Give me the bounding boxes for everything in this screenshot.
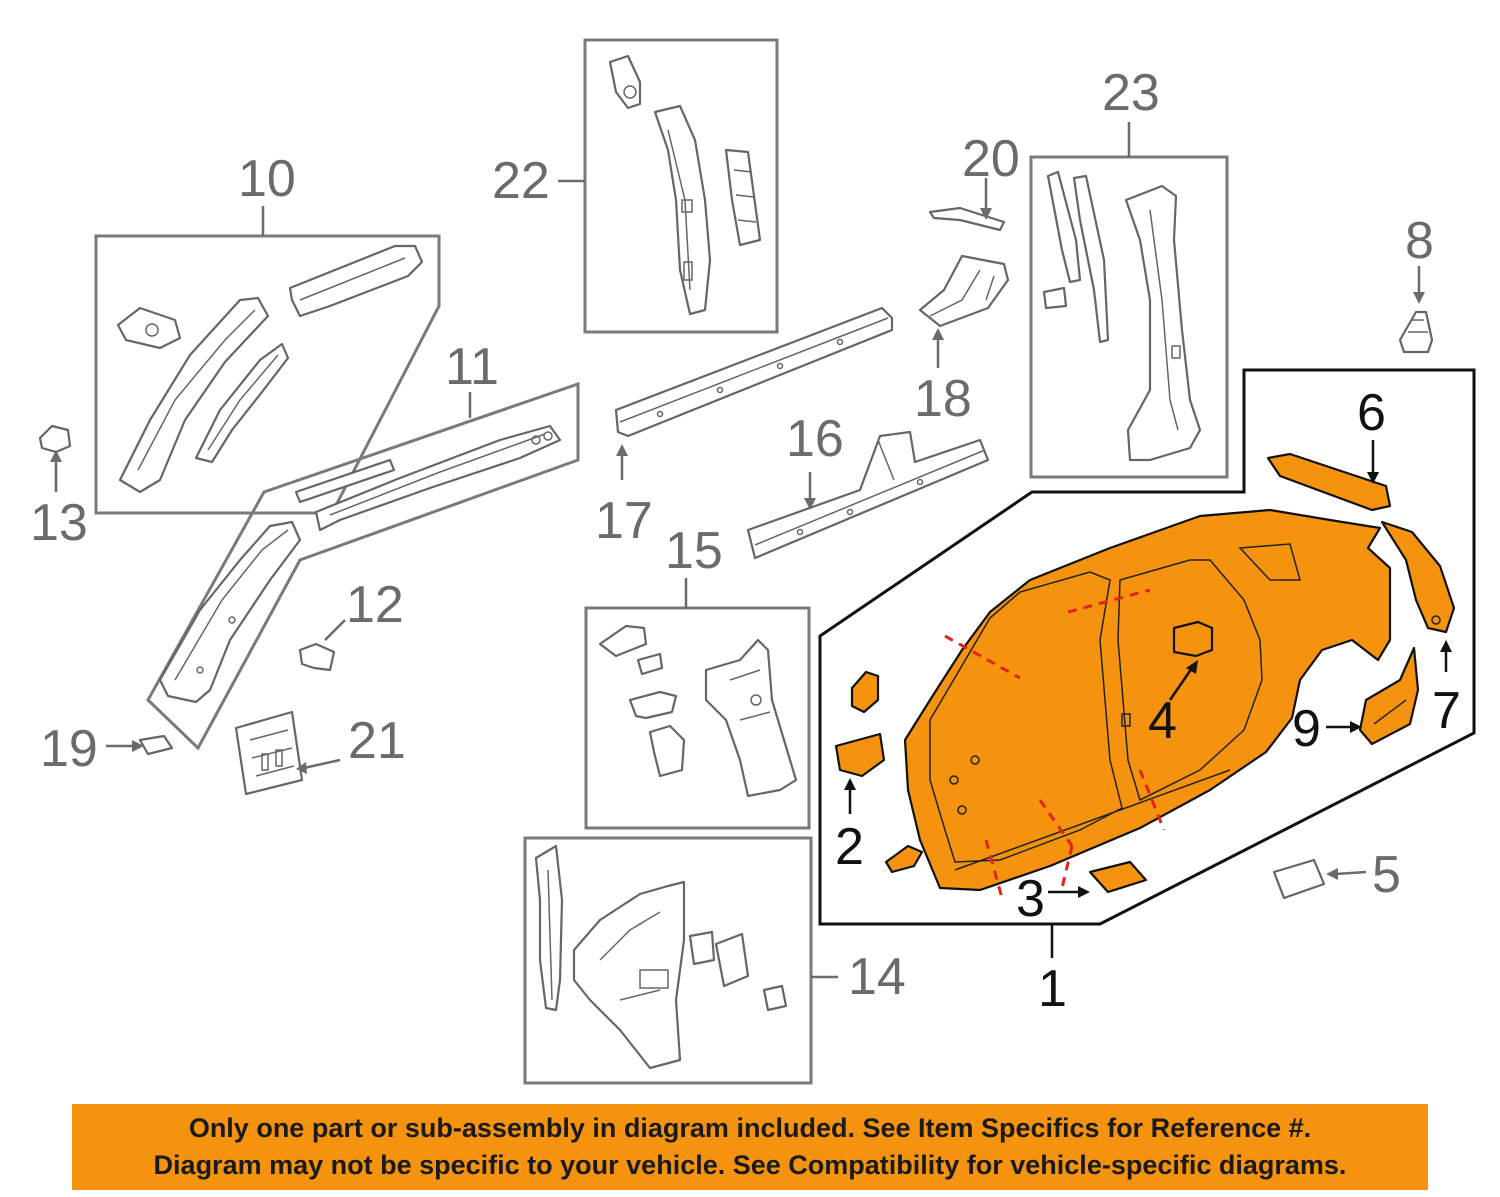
callout-2: 2 [835,818,864,876]
callout-22: 22 [492,152,550,210]
group-23: 23 [1029,64,1229,479]
disclaimer-line-2: Diagram may not be specific to your vehi… [153,1150,1347,1180]
part-13: 13 [30,424,88,552]
part-18: 18 [914,254,1010,428]
callout-10: 10 [238,150,296,208]
callout-14: 14 [848,948,906,1006]
group-1: 1 4 2 3 [818,368,1476,1018]
callout-19: 19 [40,720,98,778]
callout-4: 4 [1148,692,1177,750]
callout-6: 6 [1357,384,1386,442]
callout-5: 5 [1372,846,1401,904]
part-5: 5 [1272,846,1401,904]
callout-1: 1 [1038,960,1067,1018]
callout-8: 8 [1405,212,1434,270]
callout-17: 17 [595,492,653,550]
callout-3: 3 [1016,870,1045,928]
body-side-panel [903,508,1392,892]
callout-21: 21 [348,712,406,770]
callout-13: 13 [30,494,88,552]
callout-15: 15 [665,522,723,580]
callout-23: 23 [1102,64,1160,122]
part-12: 12 [298,576,404,672]
part-21: 21 [234,710,406,796]
part-16: 16 [746,410,990,560]
group-14: 14 [523,836,906,1085]
callout-7: 7 [1432,682,1461,740]
disclaimer-line-1: Only one part or sub-assembly in diagram… [188,1113,1312,1143]
group-10: 10 [94,150,441,515]
callout-18: 18 [914,370,972,428]
part-19: 19 [40,720,174,778]
group-11: 11 [146,338,580,751]
group-15: 15 [584,522,811,830]
disclaimer-banner: Only one part or sub-assembly in diagram… [72,1104,1428,1190]
part-8: 8 [1398,212,1434,354]
part-17: 17 [595,306,894,550]
callout-12: 12 [346,576,404,634]
group-22: 22 [492,38,779,334]
callout-11: 11 [445,338,499,396]
callout-16: 16 [786,410,844,468]
part-20: 20 [928,130,1020,232]
callout-20: 20 [962,130,1020,188]
callout-9: 9 [1292,700,1321,758]
